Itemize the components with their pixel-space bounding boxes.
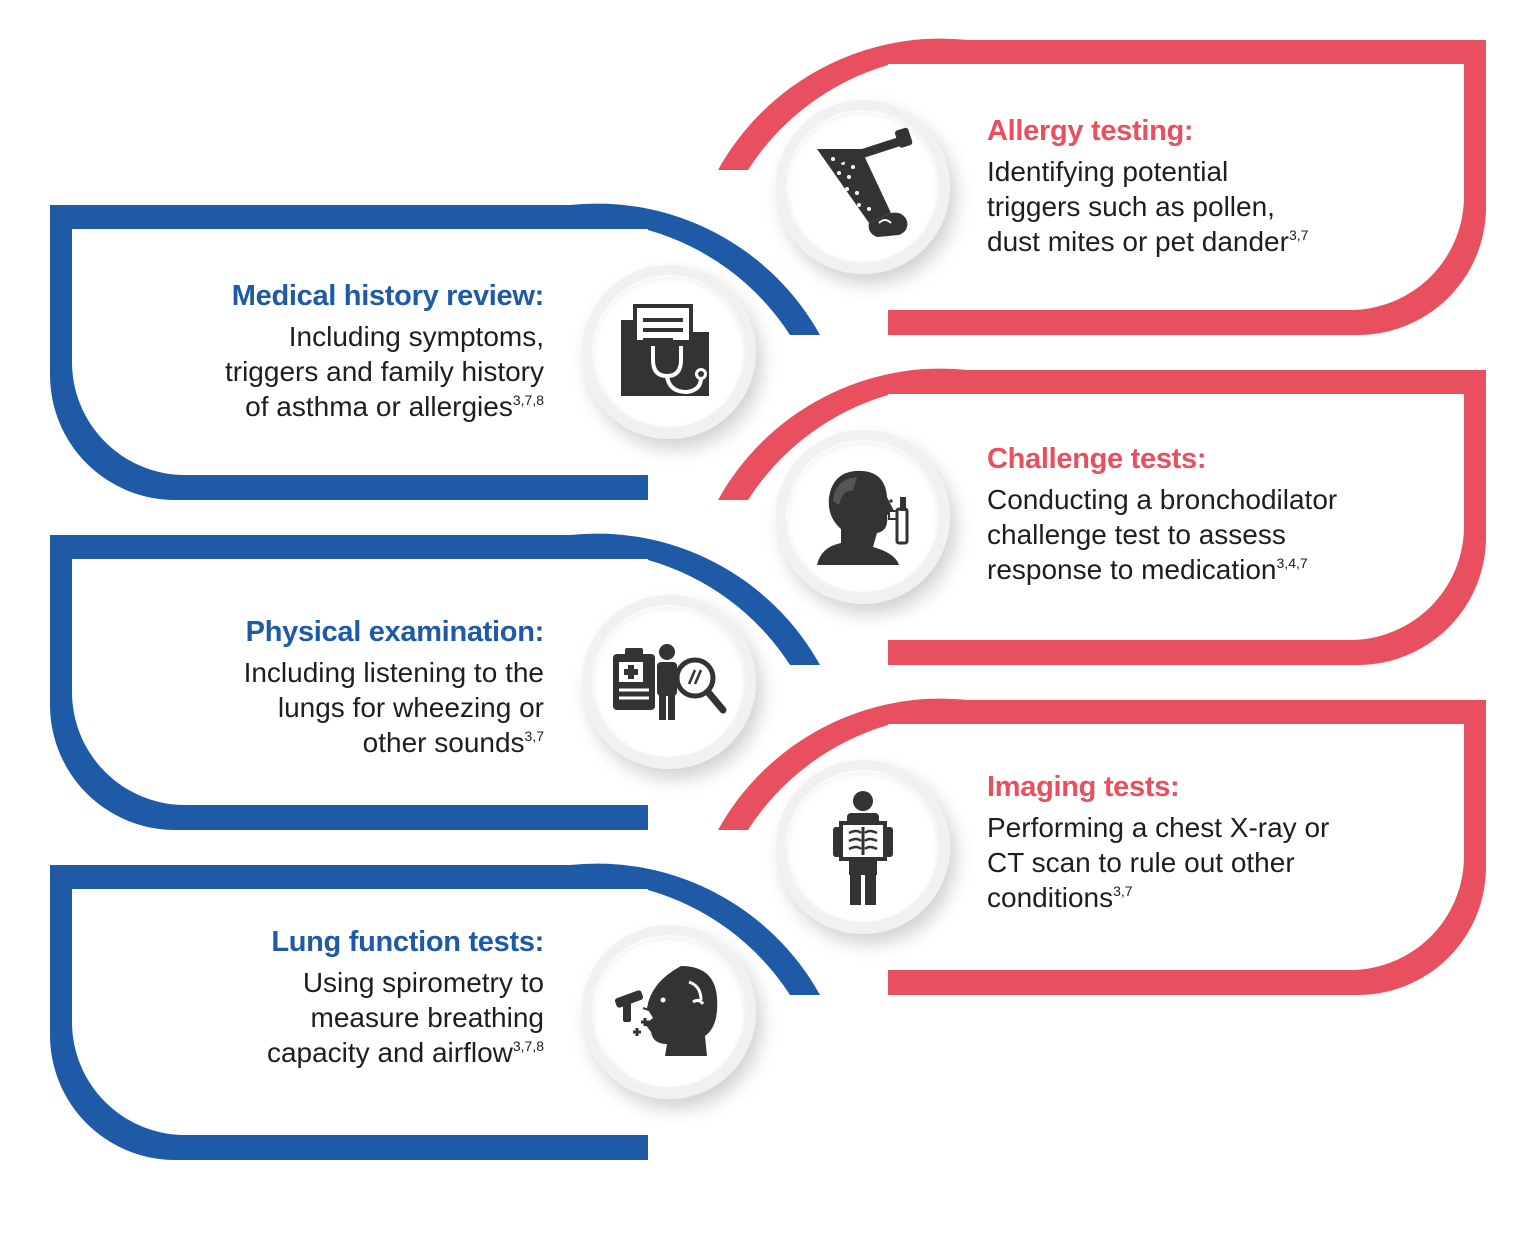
card-frame bbox=[718, 368, 1486, 665]
icon-circle-imaging bbox=[776, 760, 950, 934]
reference-superscript: 3,7 bbox=[1288, 227, 1309, 243]
reference-superscript: 3,4,7 bbox=[1276, 555, 1308, 571]
icon-circle-physical-exam bbox=[582, 595, 756, 769]
card-description: Including symptoms,triggers and family h… bbox=[224, 321, 544, 422]
reference-superscript: 3,7 bbox=[1113, 883, 1133, 899]
reference-superscript: 3,7 bbox=[524, 728, 544, 744]
skin-prick-test-icon bbox=[817, 127, 913, 237]
card-title: Medical history review: bbox=[231, 280, 545, 312]
card-title: Physical examination: bbox=[245, 616, 545, 648]
clipboard-magnifier-icon bbox=[613, 644, 727, 720]
icon-circle-challenge bbox=[776, 430, 950, 604]
icon-circle-lung-function bbox=[582, 925, 756, 1099]
card-title: Allergy testing: bbox=[987, 115, 1194, 147]
icon-circle-medical-history bbox=[582, 265, 756, 439]
card-frame bbox=[718, 698, 1486, 995]
icon-circle-allergy bbox=[776, 100, 950, 274]
inhaler-head-icon bbox=[817, 470, 909, 565]
card-challenge-tests: Challenge tests: Conducting a bronchodil… bbox=[718, 368, 1486, 665]
folder-stethoscope-icon bbox=[621, 304, 709, 396]
card-title: Lung function tests: bbox=[271, 926, 544, 958]
card-title: Imaging tests: bbox=[987, 771, 1180, 803]
card-title: Challenge tests: bbox=[987, 443, 1207, 475]
reference-superscript: 3,7,8 bbox=[512, 392, 544, 408]
card-imaging-tests: Imaging tests: Performing a chest X-ray … bbox=[718, 698, 1486, 995]
reference-superscript: 3,7,8 bbox=[512, 1038, 544, 1054]
spirometer-head-icon bbox=[614, 966, 718, 1056]
card-frame bbox=[718, 38, 1486, 336]
chest-xray-icon bbox=[833, 791, 893, 905]
